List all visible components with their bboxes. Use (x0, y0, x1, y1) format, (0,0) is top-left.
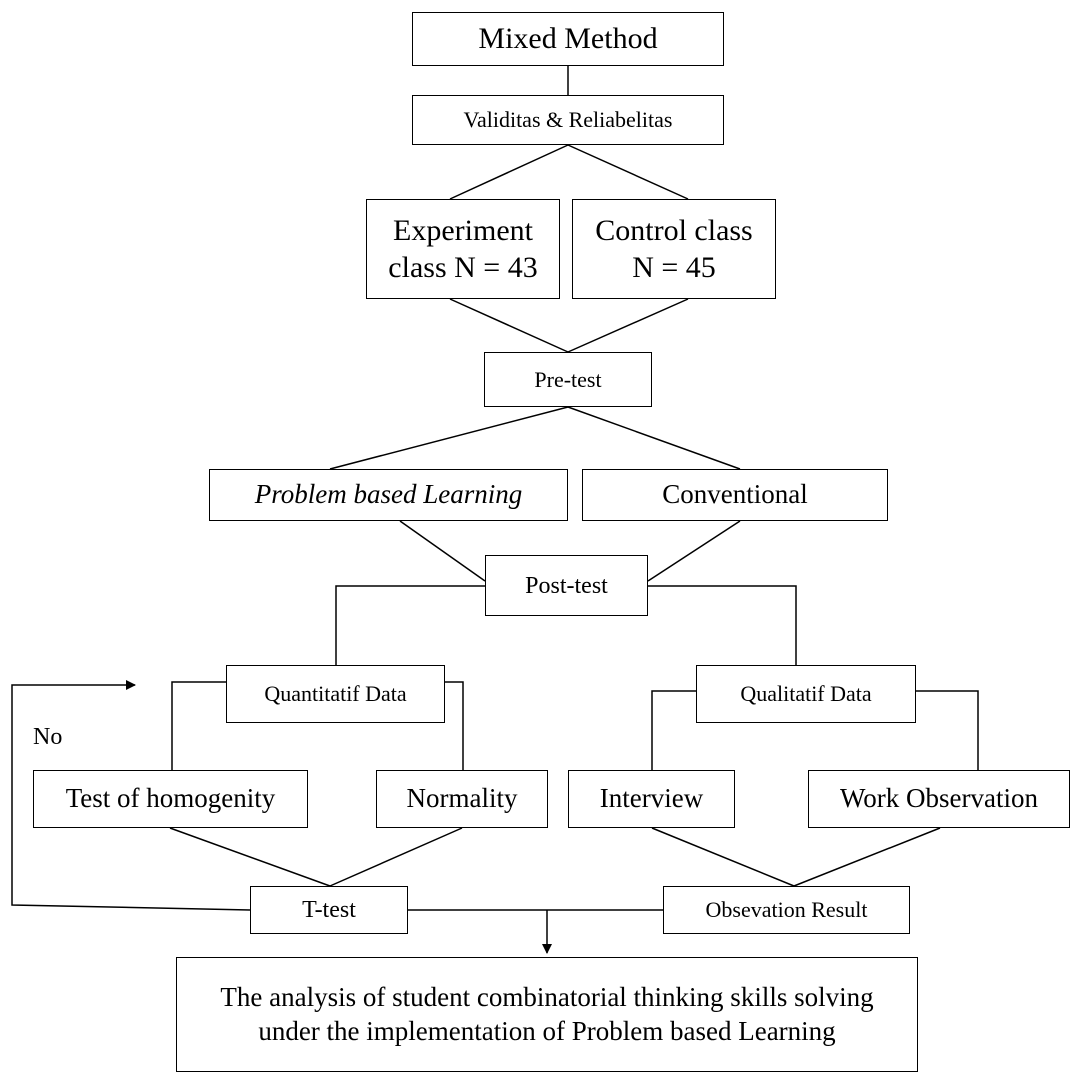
edge-experiment-to-pretest (449, 298, 569, 353)
edge-pretest-to-conventional (567, 406, 741, 470)
edge-quant-to-normality (445, 681, 464, 770)
node-work-observation: Work Observation (808, 770, 1070, 828)
node-interview: Interview (568, 770, 735, 828)
edge-posttest-to-qual (648, 585, 797, 665)
node-t-test: T-test (250, 886, 408, 934)
node-pre-test: Pre-test (484, 352, 652, 407)
node-analysis: The analysis of student combinatorial th… (176, 957, 918, 1072)
edge-homogeneity-to-ttest (169, 827, 331, 887)
edge-normality-to-ttest (329, 827, 463, 887)
edge-interview-to-obsresult (651, 827, 795, 887)
node-conventional: Conventional (582, 469, 888, 521)
node-qualitatif-data: Qualitatif Data (696, 665, 916, 723)
node-normality: Normality (376, 770, 548, 828)
node-test-of-homogeneity: Test of homogenity (33, 770, 308, 828)
edge-label-no: No (33, 724, 63, 750)
edge-qual-to-interview (651, 690, 696, 770)
edge-control-to-pretest (567, 298, 689, 353)
edge-ttest-no-loop (11, 680, 251, 911)
edge-pbl-to-posttest (399, 520, 486, 582)
node-mixed-method: Mixed Method (412, 12, 724, 66)
edge-qual-to-work-observation (916, 690, 979, 770)
edge-workobs-to-obsresult (793, 827, 941, 887)
edge-pretest-to-pbl (329, 406, 569, 470)
node-observation-result: Obsevation Result (663, 886, 910, 934)
edge-quant-to-homogeneity (171, 681, 226, 770)
edge-conventional-to-posttest (647, 520, 741, 582)
edge-posttest-to-quant (335, 585, 485, 682)
edge-validity-to-experiment (449, 144, 569, 200)
node-problem-based-learning: Problem based Learning (209, 469, 568, 521)
node-control-class: Control class N = 45 (572, 199, 776, 299)
edge-validity-to-control (567, 144, 689, 200)
node-quantitatif-data: Quantitatif Data (226, 665, 445, 723)
node-validity-reliability: Validitas & Reliabelitas (412, 95, 724, 145)
node-post-test: Post-test (485, 555, 648, 616)
node-experiment-class: Experiment class N = 43 (366, 199, 560, 299)
